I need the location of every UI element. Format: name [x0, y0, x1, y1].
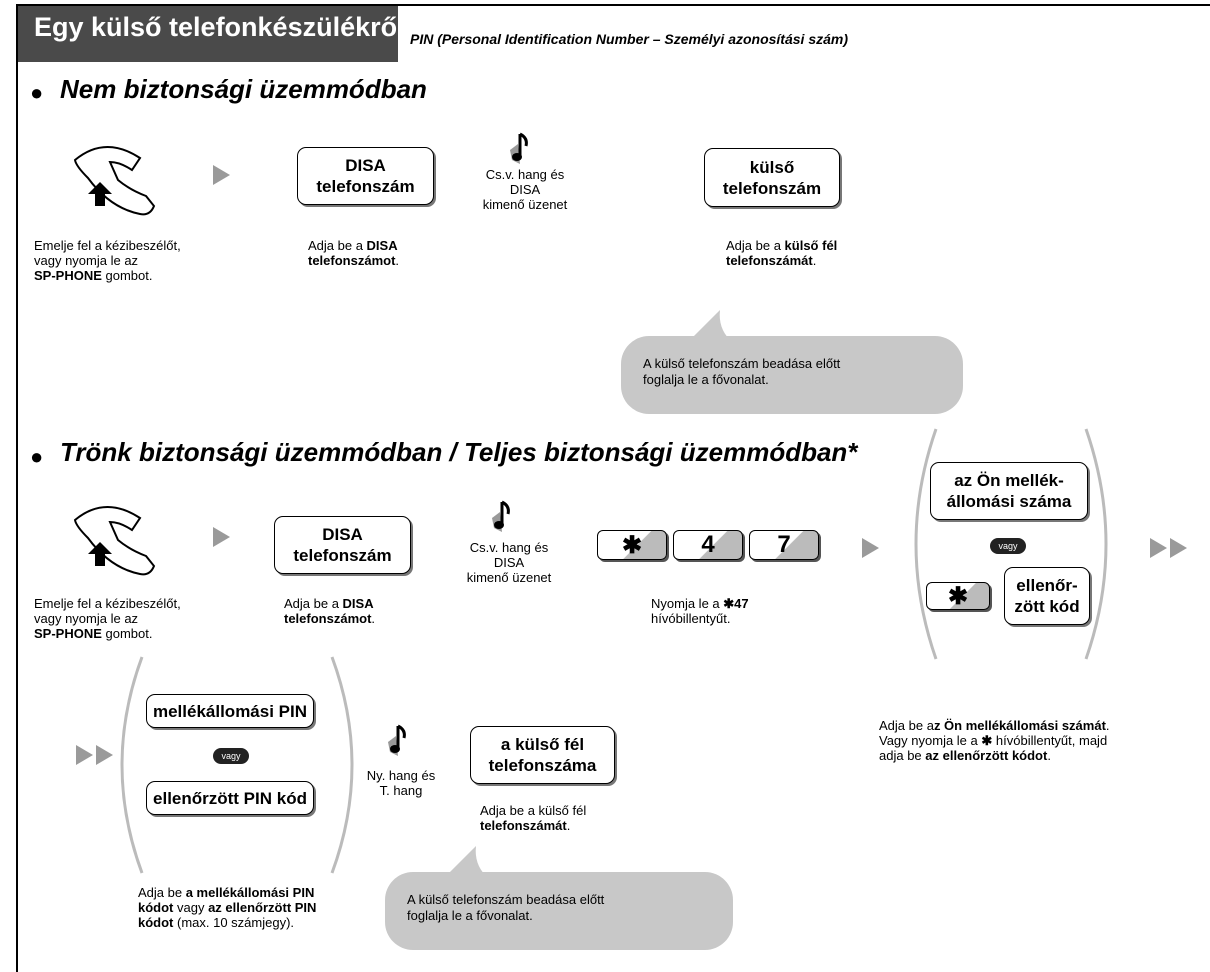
verified-code-box: ellenőr-zött kód: [1004, 567, 1090, 625]
section2-title: Trönk biztonsági üzemmódban / Teljes biz…: [60, 437, 858, 467]
double-arrow-icon: [1150, 538, 1167, 558]
pin-choice-brackets: [120, 656, 354, 874]
s2-choice-caption: Adja be az Ön mellékállomási számát. Vag…: [879, 718, 1110, 763]
music-note-icon: [492, 500, 510, 532]
or-badge: vagy: [990, 538, 1026, 554]
music-note-icon: [388, 724, 406, 756]
callout-pointer: [446, 846, 486, 876]
choice-group-brackets: [914, 428, 1108, 660]
frame-left-border: [16, 4, 18, 972]
page-title: Egy külső telefonkészülékről: [34, 12, 405, 42]
star-key: ✱: [926, 582, 990, 610]
music-note-icon: [510, 132, 528, 164]
section1-title: Nem biztonsági üzemmódban: [60, 74, 427, 104]
s1-step2-caption: Adja be a DISA telefonszámot.: [308, 238, 400, 268]
s2-step1-caption: Emelje fel a kézibeszélőt, vagy nyomja l…: [34, 596, 181, 641]
extension-pin-box: mellékállomási PIN: [146, 694, 314, 728]
handset-off-hook-icon: [73, 146, 156, 216]
arrow-right-icon: [862, 538, 879, 558]
double-arrow-icon: [76, 745, 93, 765]
arrow-right-icon: [213, 527, 230, 547]
page-subtitle: PIN (Personal Identification Number – Sz…: [410, 31, 849, 47]
handset-off-hook-icon: [73, 506, 156, 576]
key-7: 7: [749, 530, 819, 560]
s2-keys-caption: Nyomja le a ✱47 hívóbillentyűt.: [651, 596, 749, 626]
arrow-right-icon: [213, 165, 230, 185]
header-banner: [18, 6, 398, 62]
s1-step3-caption: Adja be a külső fél telefonszámát.: [726, 238, 838, 268]
own-extension-box: az Ön mellék-állomási száma: [930, 462, 1088, 520]
bullet-icon: ●: [30, 444, 44, 469]
key-4: 4: [673, 530, 743, 560]
verified-pin-box: ellenőrzött PIN kód: [146, 781, 314, 815]
star-key: ✱: [597, 530, 667, 560]
bullet-icon: ●: [30, 80, 44, 105]
frame-top-border: [16, 4, 1210, 6]
callout-pointer: [690, 310, 730, 340]
s2-pin-caption: Adja be a mellékállomási PIN kódot vagy …: [138, 885, 317, 930]
s2-step2-caption: Adja be a DISA telefonszámot.: [284, 596, 376, 626]
double-arrow-icon: [1170, 538, 1187, 558]
double-arrow-icon: [96, 745, 113, 765]
or-badge: vagy: [213, 748, 249, 764]
s1-step1-caption: Emelje fel a kézibeszélőt, vagy nyomja l…: [34, 238, 181, 283]
s2-outside-caption: Adja be a külső fél telefonszámát.: [480, 803, 587, 833]
